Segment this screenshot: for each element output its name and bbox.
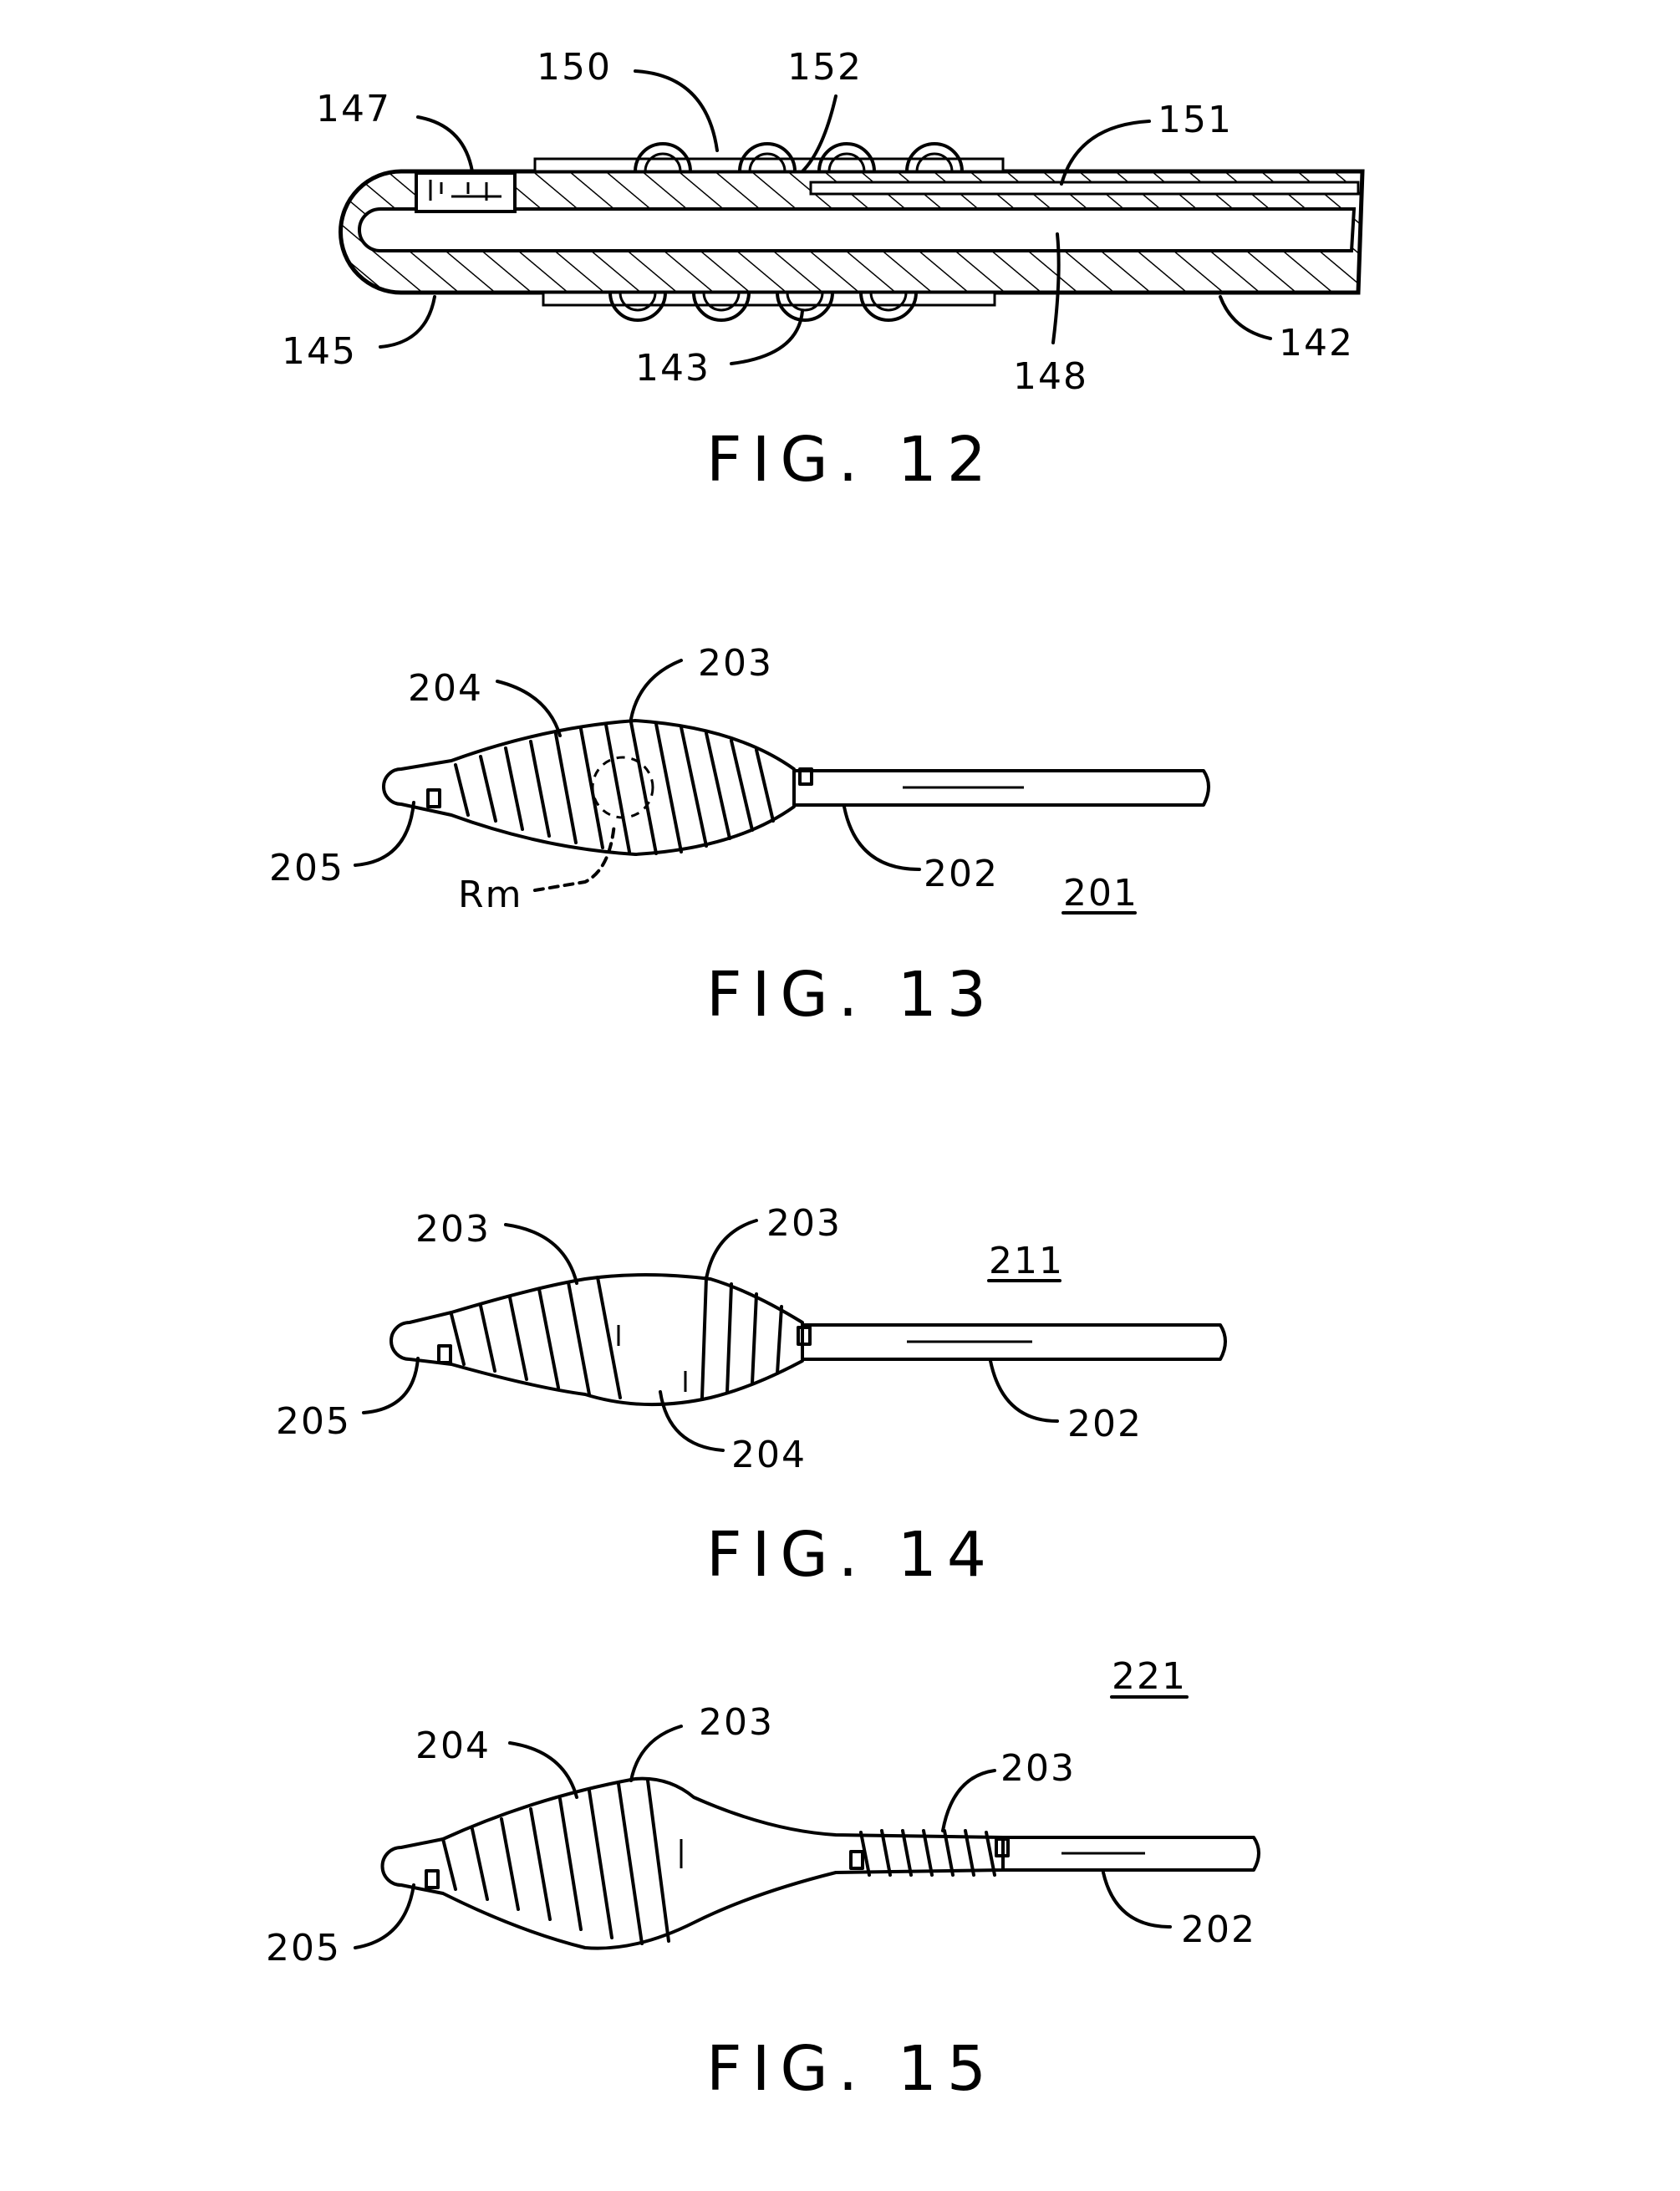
fig12-lumen	[359, 209, 1354, 251]
fig12-label-145: 145	[282, 330, 357, 373]
fig12-channel	[811, 182, 1358, 194]
fig12-label-150: 150	[537, 46, 612, 89]
fig14-balloon	[391, 1275, 802, 1404]
fig13-label-202: 202	[924, 853, 999, 895]
fig12-label-152: 152	[787, 46, 863, 89]
fig13-label-203: 203	[698, 642, 773, 685]
fig14-label-203a: 203	[415, 1208, 491, 1251]
fig14-group: 203 203 211 205 204 202 FIG. 14	[276, 1202, 1225, 1591]
fig13-label-201: 201	[1063, 872, 1138, 915]
fig14-label-204: 204	[731, 1434, 807, 1476]
fig14-label-205: 205	[276, 1400, 351, 1443]
fig12-caption: FIG. 12	[706, 424, 996, 496]
fig14-coil-windings	[451, 1277, 781, 1398]
fig15-main-coil-windings	[443, 1781, 669, 1944]
fig12-top-sleeve	[535, 159, 1003, 171]
fig13-label-rm: Rm	[458, 874, 522, 916]
fig13-label-205: 205	[269, 847, 344, 889]
fig15-coil-start-tab	[851, 1852, 863, 1868]
fig15-label-202: 202	[1181, 1908, 1256, 1951]
fig12-label-148: 148	[1013, 355, 1088, 398]
fig15-label-203b: 203	[1000, 1747, 1076, 1790]
fig13-tip-tab	[428, 790, 440, 807]
fig14-label-203b: 203	[766, 1202, 842, 1245]
fig14-tip-tab	[439, 1346, 451, 1363]
fig12-label-151: 151	[1158, 99, 1233, 141]
fig15-label-204: 204	[415, 1725, 491, 1767]
fig15-label-221: 221	[1112, 1655, 1187, 1698]
fig13-group: 204 203 205 Rm 202 201 FIG. 13	[269, 642, 1209, 1031]
fig14-caption: FIG. 14	[706, 1519, 996, 1591]
fig12-label-143: 143	[635, 347, 710, 390]
fig15-tip-tab	[426, 1871, 438, 1888]
fig14-label-211: 211	[989, 1240, 1064, 1282]
fig15-label-203a: 203	[699, 1701, 774, 1744]
fig15-caption: FIG. 15	[706, 2033, 996, 2105]
fig13-label-204: 204	[408, 667, 483, 710]
fig15-label-205: 205	[266, 1927, 341, 1969]
fig12-label-147: 147	[316, 88, 391, 130]
fig12-label-142: 142	[1279, 322, 1354, 364]
fig13-caption: FIG. 13	[706, 959, 996, 1031]
fig12-group: 147 150 152 151 145 143 148 142 FIG. 12	[282, 46, 1362, 496]
fig14-leaders	[364, 1220, 1057, 1450]
fig15-group: 221 204 203 203 205 202 FIG. 15	[266, 1655, 1259, 2105]
fig14-label-202: 202	[1067, 1403, 1143, 1445]
